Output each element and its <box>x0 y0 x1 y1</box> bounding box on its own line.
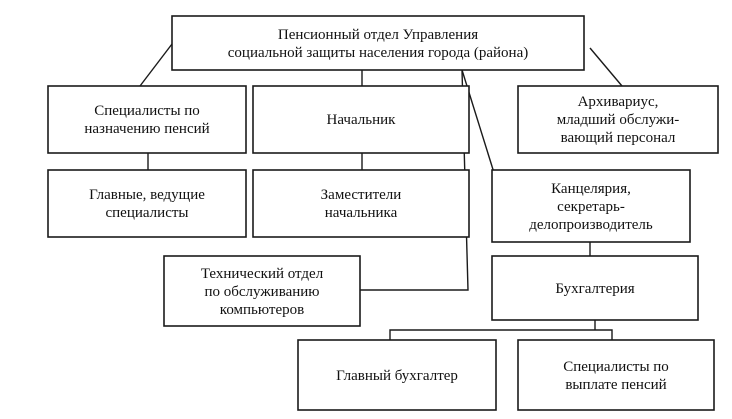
node-deputies-label-line: начальника <box>325 205 398 221</box>
node-chancellery-box <box>491 169 691 243</box>
node-chief-accountant-label-line: Главный бухгалтер <box>336 368 458 384</box>
node-deputies-label-line: Заместители <box>321 187 402 203</box>
node-deputies-box <box>252 169 470 238</box>
node-tech-dept: Технический отдел по обслуживанию компьюте… <box>163 255 361 327</box>
node-archivist-label-line: младший обслужи- <box>557 112 680 128</box>
node-payment-specialists-label-line: выплате пенсий <box>565 377 666 393</box>
node-deputies: Заместители начальника <box>252 169 470 238</box>
node-lead-specialists-label-line: Главные, ведущие <box>89 187 205 203</box>
node-root-box <box>171 15 585 71</box>
node-tech-dept-box <box>163 255 361 327</box>
node-archivist-label-line: Архивариус, <box>578 94 659 110</box>
node-chief-label-line: Начальник <box>327 112 397 128</box>
node-payment-specialists-label: Специалисты по выплате пенсий <box>563 359 669 393</box>
node-tech-dept-label: Технический отдел по обслуживанию компьюте… <box>201 266 324 318</box>
node-accounting-label: Бухгалтерия <box>555 281 634 297</box>
node-lead-specialists-label-line: специалисты <box>106 205 189 221</box>
connector-root-to-archivist <box>589 47 623 87</box>
node-tech-dept-label-line: по обслуживанию <box>204 284 319 300</box>
node-chief-box <box>252 85 470 154</box>
node-root: Пенсионный отдел Управления социальной за… <box>171 15 585 71</box>
node-pension-specialists: Специалисты по назначению пенсий <box>47 85 247 154</box>
node-chancellery: Канцелярия, секретарь-делопроизводитель <box>491 169 691 243</box>
node-deputies-label: Заместители начальника <box>321 187 402 221</box>
node-tech-dept-label-line: компьютеров <box>220 302 304 318</box>
node-chief: Начальник <box>252 85 470 154</box>
node-payment-specialists: Специалисты по выплате пенсий <box>517 339 715 411</box>
node-chief-accountant-box <box>297 339 497 411</box>
node-accounting-box <box>491 255 699 321</box>
node-payment-specialists-box <box>517 339 715 411</box>
node-archivist-box <box>517 85 719 154</box>
node-archivist-label: Архивариус, младший обслужи-вающий персон… <box>557 94 680 146</box>
connector-accounting-to-subunits <box>389 329 613 340</box>
node-archivist: Архивариус, младший обслужи-вающий персон… <box>517 85 719 154</box>
node-root-label-line: социальной защиты населения города (райо… <box>228 45 528 61</box>
node-tech-dept-label-line: Технический отдел <box>201 266 324 282</box>
node-pension-specialists-label-line: назначению пенсий <box>84 121 209 137</box>
connector-root-to-specialists <box>139 43 173 87</box>
node-chancellery-label-line: секретарь- <box>557 199 625 215</box>
node-chancellery-label-line: делопроизводитель <box>529 217 653 233</box>
node-chief-label: Начальник <box>327 112 397 128</box>
node-chief-accountant-label: Главный бухгалтер <box>336 368 458 384</box>
node-accounting-label-line: Бухгалтерия <box>555 281 634 297</box>
node-chancellery-label: Канцелярия, секретарь-делопроизводитель <box>529 181 653 233</box>
node-pension-specialists-label: Специалисты по назначению пенсий <box>84 103 209 137</box>
node-lead-specialists-box <box>47 169 247 238</box>
node-pension-specialists-box <box>47 85 247 154</box>
node-chancellery-label-line: Канцелярия, <box>551 181 631 197</box>
node-lead-specialists-label: Главные, ведущие специалисты <box>89 187 205 221</box>
node-pension-specialists-label-line: Специалисты по <box>94 103 200 119</box>
node-lead-specialists: Главные, ведущие специалисты <box>47 169 247 238</box>
node-root-label-line: Пенсионный отдел Управления <box>278 27 478 43</box>
node-accounting: Бухгалтерия <box>491 255 699 321</box>
node-archivist-label-line: вающий персонал <box>561 130 676 146</box>
node-chief-accountant: Главный бухгалтер <box>297 339 497 411</box>
node-payment-specialists-label-line: Специалисты по <box>563 359 669 375</box>
node-root-label: Пенсионный отдел Управления социальной за… <box>228 27 528 61</box>
